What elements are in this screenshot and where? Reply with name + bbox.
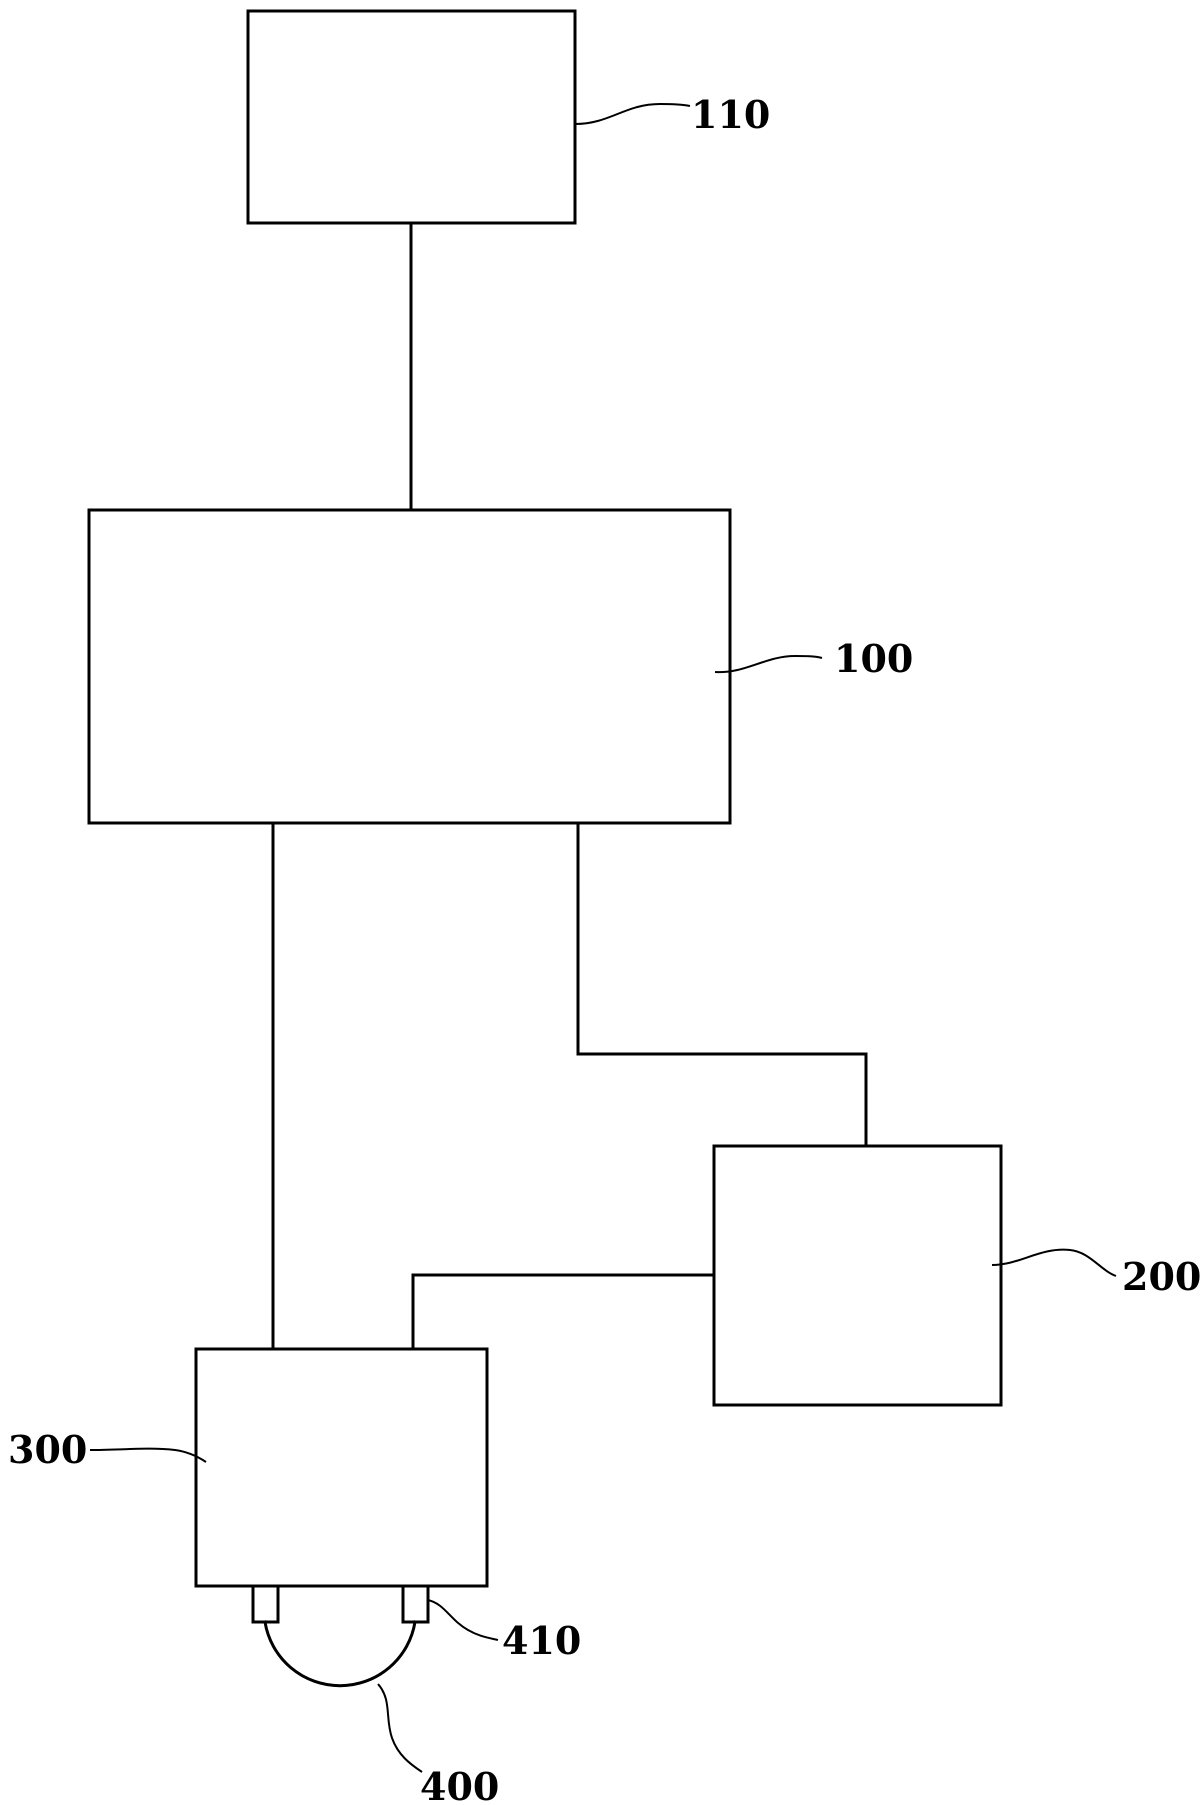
label-100: 100 — [834, 636, 913, 681]
label-410: 410 — [502, 1618, 581, 1663]
leader-100 — [714, 654, 823, 674]
label-200: 200 — [1122, 1254, 1200, 1299]
leader-410 — [427, 1599, 499, 1641]
block-100 — [87, 508, 732, 825]
wire-100-to-200 — [576, 821, 868, 1148]
block-110 — [246, 9, 577, 225]
block-200 — [712, 1144, 1003, 1407]
leader-300 — [89, 1447, 207, 1463]
leader-110 — [574, 102, 691, 125]
block-300 — [194, 1347, 489, 1588]
label-110: 110 — [691, 92, 770, 137]
label-400: 400 — [420, 1764, 499, 1805]
wire-200-to-300 — [411, 1273, 716, 1351]
probe-400-arc — [263, 1620, 417, 1688]
terminal-410-left — [251, 1584, 280, 1624]
leader-200 — [991, 1248, 1117, 1277]
terminal-410-right — [401, 1584, 430, 1624]
leader-400 — [377, 1683, 423, 1773]
label-300: 300 — [8, 1427, 87, 1472]
